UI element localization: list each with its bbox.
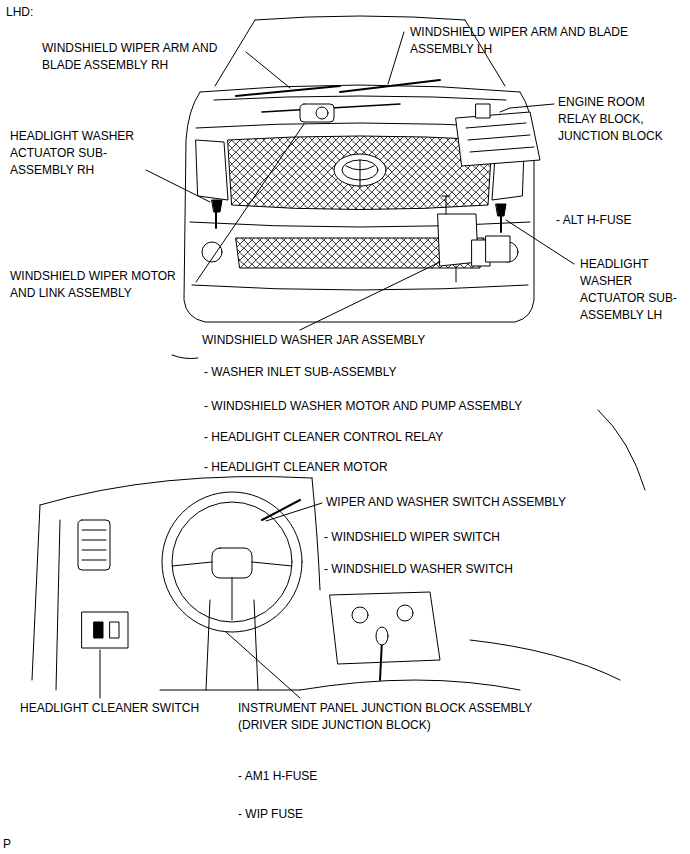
- leader-lines: [100, 32, 574, 698]
- page-note: P: [3, 836, 11, 853]
- outline-curves: [172, 355, 645, 490]
- part-label: - WINDSHIELD WASHER MOTOR AND PUMP ASSEM…: [204, 398, 522, 415]
- page-note: LHD:: [6, 4, 33, 21]
- part-label: - ALT H-FUSE: [556, 212, 632, 229]
- part-label: WIPER AND WASHER SWITCH ASSEMBLY: [326, 494, 566, 511]
- part-label: - WINDSHIELD WIPER SWITCH: [324, 529, 500, 546]
- part-label: WINDSHIELD WIPER ARM AND BLADE ASSEMBLY …: [410, 24, 635, 58]
- part-label: WINDSHIELD WASHER JAR ASSEMBLY: [202, 332, 425, 349]
- part-label: - WASHER INLET SUB-ASSEMBLY: [204, 364, 397, 381]
- part-label: - HEADLIGHT CLEANER CONTROL RELAY: [204, 429, 443, 446]
- part-label: ENGINE ROOM RELAY BLOCK, JUNCTION BLOCK: [558, 94, 684, 145]
- part-label: INSTRUMENT PANEL JUNCTION BLOCK ASSEMBLY…: [238, 700, 583, 734]
- vehicle-front: [184, 16, 540, 322]
- part-label: WINDSHIELD WIPER MOTOR AND LINK ASSEMBLY: [10, 268, 200, 302]
- part-label: HEADLIGHT CLEANER SWITCH: [20, 700, 199, 717]
- part-label: - AM1 H-FUSE: [238, 768, 317, 785]
- part-label: WINDSHIELD WIPER ARM AND BLADE ASSEMBLY …: [42, 40, 247, 74]
- part-label: - HEADLIGHT CLEANER MOTOR: [204, 459, 388, 476]
- instrument-panel: [32, 477, 620, 690]
- part-label: HEADLIGHT WASHER ACTUATOR SUB-ASSEMBLY R…: [10, 128, 142, 179]
- part-label: - WINDSHIELD WASHER SWITCH: [324, 561, 513, 578]
- part-label: - WIP FUSE: [238, 806, 303, 823]
- part-label: HEADLIGHT WASHER ACTUATOR SUB-ASSEMBLY L…: [580, 256, 684, 324]
